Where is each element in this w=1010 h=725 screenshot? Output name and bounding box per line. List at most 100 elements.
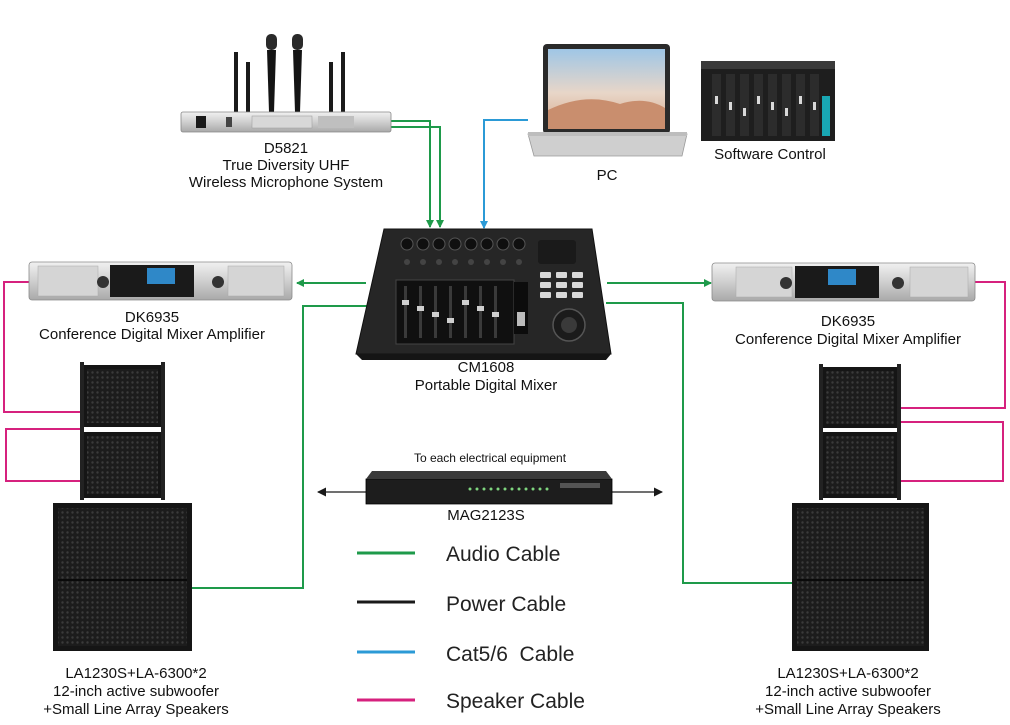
channel-strip xyxy=(712,74,721,136)
cables xyxy=(3,119,1006,589)
software-control-label: Software Control xyxy=(714,146,826,163)
status-led xyxy=(489,487,493,491)
subwoofer xyxy=(53,503,192,651)
wireless-mic-receiver: D5821 True Diversity UHF Wireless Microp… xyxy=(180,34,392,191)
control-key xyxy=(572,272,583,278)
status-led xyxy=(496,487,500,491)
channel-strip xyxy=(754,74,763,136)
screen-fader-track xyxy=(449,286,452,338)
input-jack xyxy=(512,237,526,251)
fader-knob xyxy=(813,102,816,110)
handheld-mic-icon xyxy=(292,34,303,112)
fader-knob xyxy=(757,96,760,104)
audio-cable-mic-2 xyxy=(391,126,444,228)
control-key xyxy=(572,292,583,298)
amplifier-left: DK6935 Conference Digital Mixer Amplifie… xyxy=(28,261,293,343)
line-array-speaker xyxy=(819,364,901,430)
status-led xyxy=(503,487,507,491)
status-led xyxy=(531,487,535,491)
input-jack xyxy=(480,237,494,251)
screen-fader-cap xyxy=(477,306,484,311)
audio-cable-sub-left xyxy=(192,305,368,589)
screen-fader-cap xyxy=(447,318,454,323)
status-led xyxy=(475,487,479,491)
fader-knob xyxy=(743,108,746,116)
status-led xyxy=(482,487,486,491)
fader-knob xyxy=(715,96,718,104)
input-jack xyxy=(416,237,430,251)
status-led xyxy=(524,487,528,491)
gain-knob xyxy=(420,259,426,265)
screen-fader-track xyxy=(479,286,482,338)
mic-model-label: D5821 xyxy=(264,140,308,157)
gain-knob xyxy=(404,259,410,265)
control-key xyxy=(556,282,567,288)
fader-knob xyxy=(729,102,732,110)
screen-fader-cap xyxy=(462,300,469,305)
screen-fader-track xyxy=(464,286,467,338)
line-array-speaker xyxy=(80,362,165,430)
channel-strip xyxy=(740,74,749,136)
input-jack xyxy=(400,237,414,251)
control-key xyxy=(540,282,551,288)
mic-desc-line2: Wireless Microphone System xyxy=(189,174,383,191)
cat-cable-pc xyxy=(480,119,528,229)
input-jack xyxy=(432,237,446,251)
status-led xyxy=(538,487,542,491)
status-led xyxy=(517,487,521,491)
channel-strip xyxy=(782,74,791,136)
speaker-stack-right: LA1230S+LA-6300*2 12-inch active subwoof… xyxy=(755,364,941,718)
control-key xyxy=(540,272,551,278)
gain-knob xyxy=(468,259,474,265)
gain-knob xyxy=(436,259,442,265)
digital-mixer: CM1608 Portable Digital Mixer xyxy=(355,228,612,394)
legend-label-power: Power Cable xyxy=(446,593,566,616)
input-jack xyxy=(448,237,462,251)
speaker-cable-left-2 xyxy=(5,428,83,482)
power-seq-model: MAG2123S xyxy=(447,507,525,524)
speakers-right-model: LA1230S+LA-6300*2 xyxy=(777,665,918,682)
amp-right-desc: Conference Digital Mixer Amplifier xyxy=(735,331,961,348)
speaker-stack-left: LA1230S+LA-6300*2 12-inch active subwoof… xyxy=(43,362,229,718)
subwoofer xyxy=(792,503,929,651)
amp-right-model: DK6935 xyxy=(821,313,875,330)
amp-left-model: DK6935 xyxy=(125,309,179,326)
status-led xyxy=(545,487,549,491)
fader-knob xyxy=(771,102,774,110)
mixer-model: CM1608 xyxy=(458,359,515,376)
power-sequencer: To each electrical equipment MAG2123S xyxy=(365,451,613,524)
screen-fader-cap xyxy=(402,300,409,305)
mic-desc-line1: True Diversity UHF xyxy=(223,157,350,174)
control-key xyxy=(556,292,567,298)
amplifier-right: DK6935 Conference Digital Mixer Amplifie… xyxy=(711,262,976,348)
speakers-left-line1: 12-inch active subwoofer xyxy=(53,683,219,700)
speakers-right-line2: +Small Line Array Speakers xyxy=(755,701,941,718)
audio-cable-sub-right xyxy=(606,302,792,584)
power-note: To each electrical equipment xyxy=(414,451,567,465)
speaker-cable-left-1 xyxy=(3,281,83,413)
legend-label-cat: Cat5/6 Cable xyxy=(446,643,574,666)
speaker-cable-right-1 xyxy=(900,281,1006,409)
fader-knob xyxy=(799,96,802,104)
audio-cable-mic-1 xyxy=(391,120,434,228)
screen-fader-cap xyxy=(492,312,499,317)
pc-label: PC xyxy=(597,167,618,184)
channel-strip xyxy=(796,74,805,136)
control-key xyxy=(572,282,583,288)
gain-knob xyxy=(516,259,522,265)
input-jack xyxy=(464,237,478,251)
line-array-speaker xyxy=(80,430,165,500)
handheld-mic-icon xyxy=(266,34,277,112)
speakers-right-line1: 12-inch active subwoofer xyxy=(765,683,931,700)
legend: Audio Cable Power Cable Cat5/6 Cable Spe… xyxy=(357,543,585,713)
control-key xyxy=(540,292,551,298)
screen-fader-track xyxy=(404,286,407,338)
speaker-cable-right-2 xyxy=(900,421,1004,482)
input-jack xyxy=(496,237,510,251)
software-control-screen: Software Control xyxy=(701,61,835,163)
screen-fader-cap xyxy=(432,312,439,317)
status-led xyxy=(468,487,472,491)
line-array-speaker xyxy=(819,430,901,500)
gain-knob xyxy=(500,259,506,265)
